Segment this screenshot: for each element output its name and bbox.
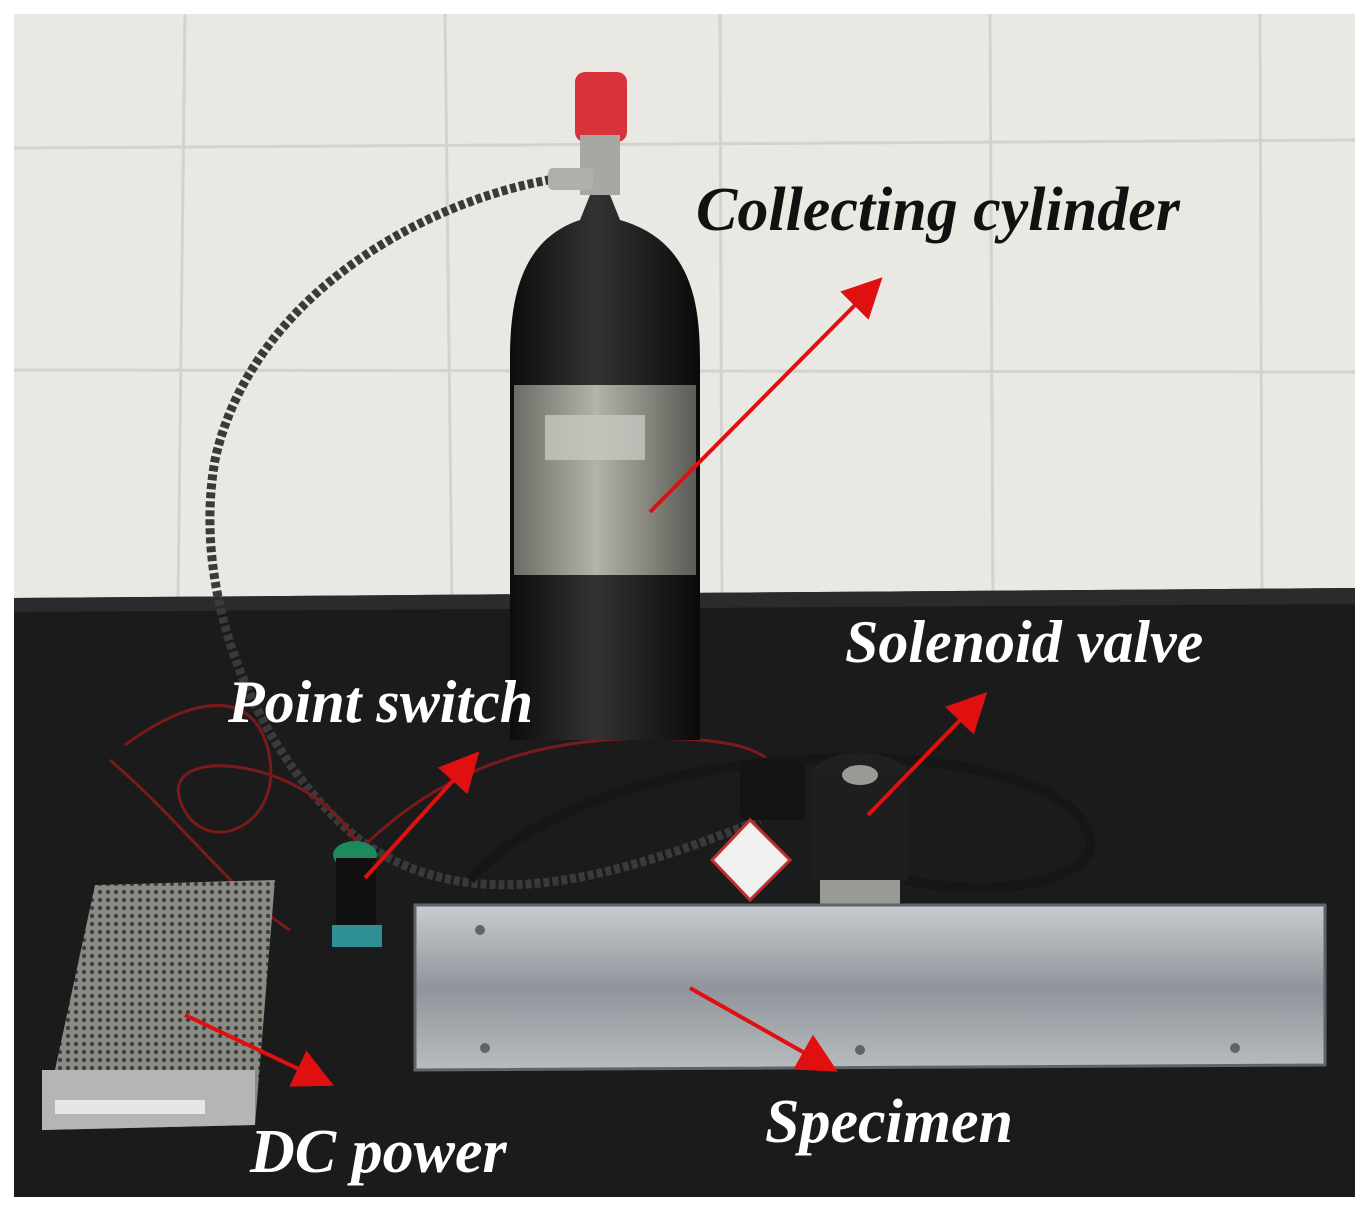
- point-switch-device: [332, 841, 382, 947]
- label-solenoid-valve: Solenoid valve: [845, 609, 1203, 675]
- collecting-cylinder: [510, 72, 700, 740]
- label-collecting-cylinder: Collecting cylinder: [696, 176, 1181, 244]
- label-dc-power: DC power: [249, 1118, 508, 1186]
- label-specimen: Specimen: [765, 1088, 1013, 1156]
- arrow-point-switch: [363, 751, 480, 880]
- arrow-solenoid-valve: [866, 692, 988, 817]
- arrow-specimen: [689, 986, 838, 1072]
- specimen-device: [413, 903, 1327, 1072]
- label-point-switch: Point switch: [227, 669, 533, 735]
- dc-power-device: [42, 880, 275, 1130]
- gas-hose: [205, 173, 762, 890]
- belt: [466, 753, 1096, 893]
- arrow-collecting-cylinder: [648, 277, 883, 514]
- arrow-dc-power: [184, 1013, 334, 1087]
- annotation-arrows: [184, 277, 988, 1087]
